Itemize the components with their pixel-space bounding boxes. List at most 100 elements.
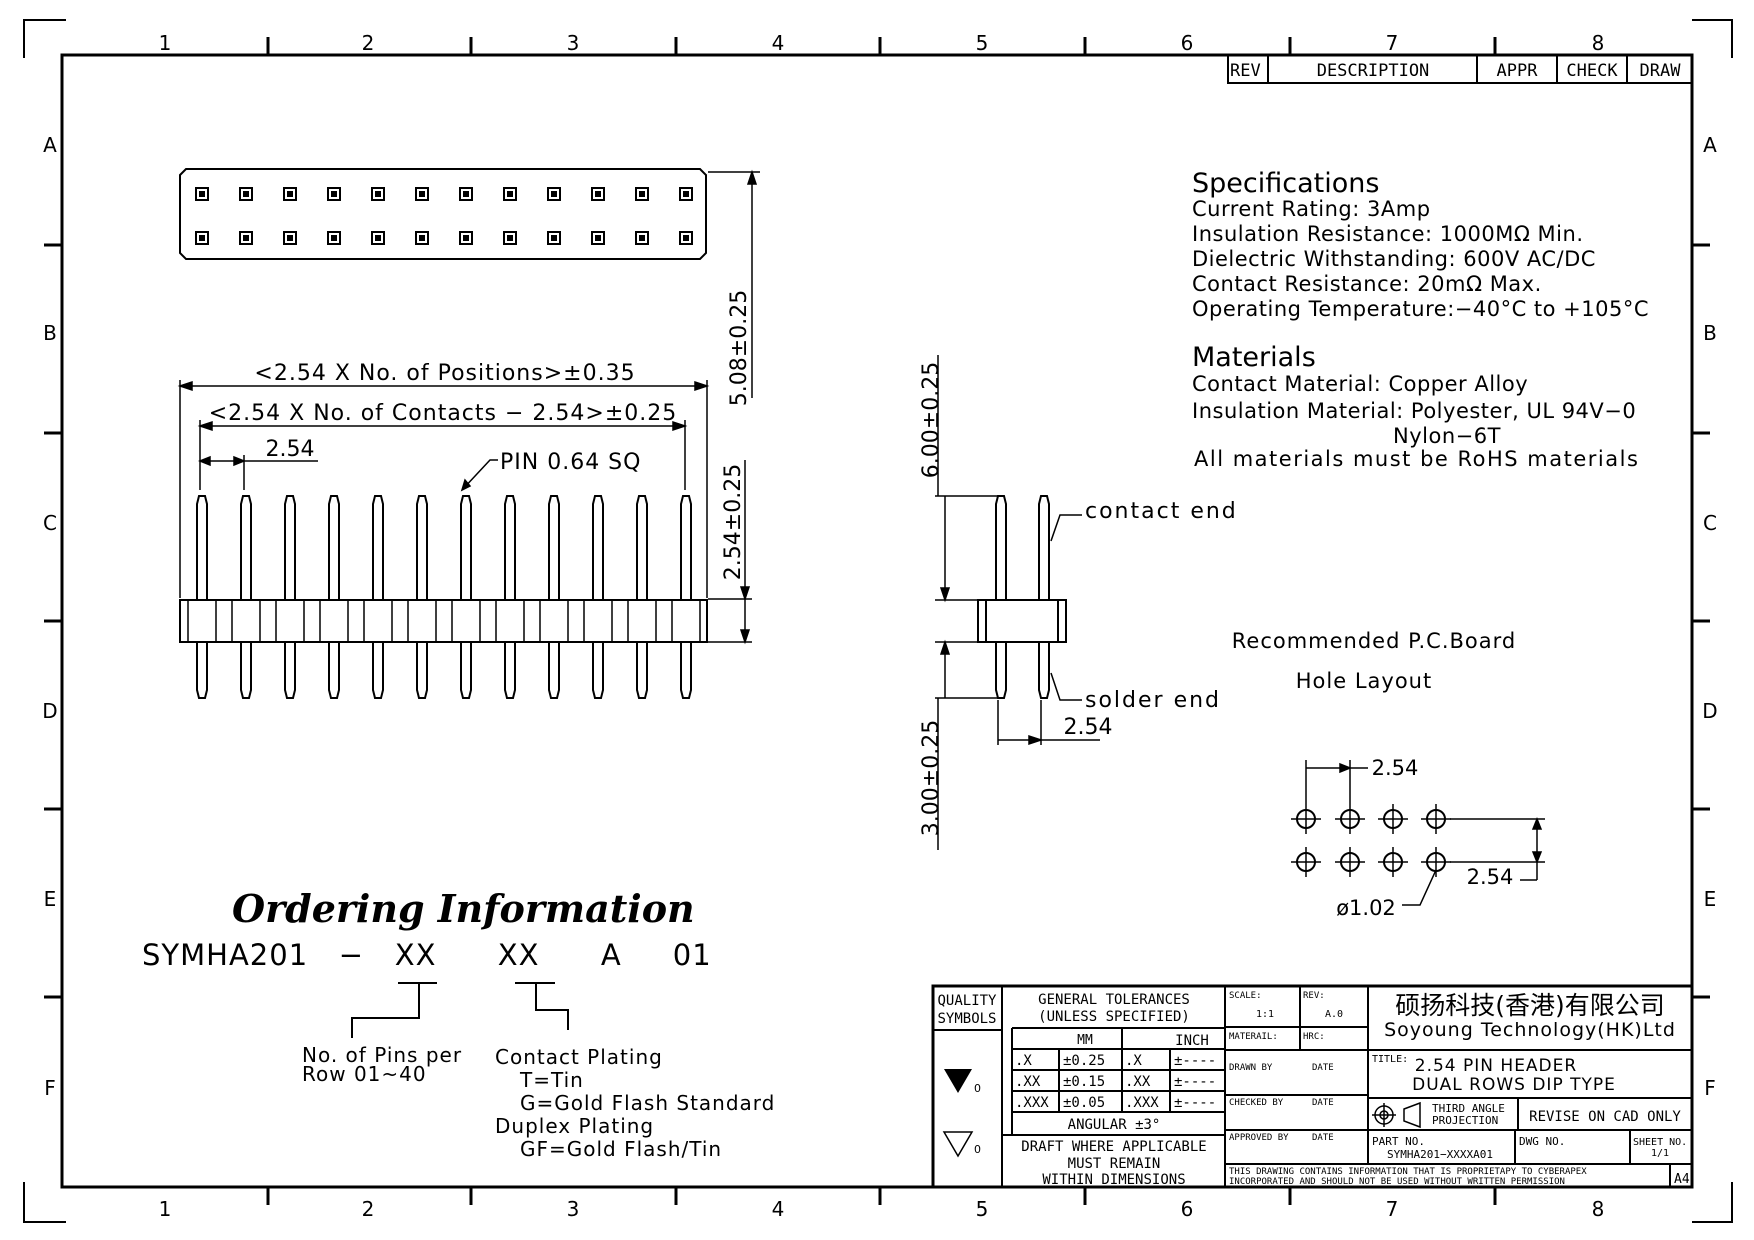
scale-label: SCALE: [1229,991,1262,1001]
pin-square-core [463,191,469,197]
column-label: 3 [567,1197,580,1221]
row-label: F [1704,1076,1716,1100]
spec-line-contact-resistance: Contact Resistance: 20mΩ Max. [1192,272,1542,296]
header-pin [460,495,472,699]
pin-housing-cell [231,599,261,643]
approved-date-label: DATE [1312,1133,1334,1143]
finish-symbol-value-1: 0 [974,1082,981,1095]
pin-housing-cell [583,599,613,643]
appr-col-header: APPR [1497,61,1539,81]
side-bottom-dimension-label: 3.00±0.25 [919,720,944,836]
pin-square [503,187,517,201]
tolerance-cell: .XXX [1125,1095,1159,1111]
angular-tolerance: ANGULAR ±3° [1068,1117,1161,1133]
pin-square-core [419,191,425,197]
row-label: E [44,887,57,911]
pcb-layout-title-line1: Recommended P.C.Board [1232,629,1516,653]
pitch-dimension-label: 2.54 [266,437,315,462]
pin-square-core [507,191,513,197]
pin-square [415,231,429,245]
pin-square [635,187,649,201]
material-line-insulation: Insulation Material: Polyester, UL 94V−0 [1192,399,1636,423]
material-line-rohs: All materials must be RoHS materials [1194,447,1639,471]
pin-square-core [331,191,337,197]
ordering-part-code: SYMHA201 − XX XX A 01 [142,938,712,972]
pin-square [239,231,253,245]
column-label: 3 [567,31,580,55]
pin-square [503,231,517,245]
pin-square [547,231,561,245]
pin-square [283,231,297,245]
pin-square-core [375,191,381,197]
pin-square-core [595,191,601,197]
pin-square [591,231,605,245]
front-view-pins [187,495,701,699]
height-dimension [708,169,760,645]
tolerance-cell: ±0.05 [1063,1095,1105,1111]
pin-square [459,187,473,201]
checked-date-label: DATE [1312,1098,1334,1108]
pin-square-core [331,235,337,241]
drawn-by-label: DRAWN BY [1229,1063,1273,1073]
pins-per-row-line1: No. of Pins per [302,1043,462,1067]
pin-square-core [243,235,249,241]
header-pin [240,495,252,699]
pin-square-core [595,235,601,241]
header-pin [328,495,340,699]
row-label: A [1703,133,1717,157]
dwg-no-label: DWG NO. [1519,1135,1565,1148]
column-label: 2 [362,31,375,55]
column-label: 7 [1386,1197,1399,1221]
pcb-pitch-y-label: 2.54 [1467,865,1514,889]
drawing-title-line1: 2.54 PIN HEADER [1415,1056,1577,1076]
rev-label: REV: [1303,991,1325,1001]
symbols-label: SYMBOLS [937,1011,996,1027]
description-col-header: DESCRIPTION [1317,61,1430,81]
draft-note-line3: WITHIN DIMENSIONS [1042,1172,1185,1188]
title-block: QUALITY SYMBOLS 0 0 GENERAL TOLERANCES (… [931,984,1694,1189]
positions-dimension-label: <2.54 X No. of Positions>±0.35 [254,361,635,386]
rev-value: A.0 [1325,1009,1343,1020]
row-label: D [1702,699,1717,723]
height-dimension-label: 5.08±0.25 [727,290,752,406]
row-label: F [44,1076,56,1100]
projection-line1: THIRD ANGLE [1432,1102,1505,1115]
pin-square [327,187,341,201]
part-no-label: PART NO. [1372,1135,1425,1148]
pin-housing-cell [671,599,701,643]
pin-square-core [683,191,689,197]
column-label: 7 [1386,31,1399,55]
pcb-layout: Recommended P.C.Board Hole Layout 2.54 2… [1232,629,1545,920]
company-name-english: Soyoung Technology(HK)Ltd [1384,1019,1676,1041]
pins-per-row-line2: Row 01~40 [302,1062,427,1086]
column-label: 4 [772,1197,785,1221]
header-pin [504,495,516,699]
sheet-no-label: SHEET NO. [1633,1137,1687,1148]
pin-square [195,187,209,201]
header-pin [680,495,692,699]
sheet-no-value: 1/1 [1651,1148,1669,1159]
specifications-heading: Specifications [1192,168,1379,199]
pin-square [635,231,649,245]
hole-diameter-label: ø1.02 [1336,896,1396,920]
header-pin [284,495,296,699]
column-label: 1 [159,31,172,55]
projection-line2: PROJECTION [1432,1114,1498,1127]
spec-line-dielectric: Dielectric Withstanding: 600V AC/DC [1192,247,1596,271]
side-view [935,355,1100,850]
pin-square [239,187,253,201]
spec-line-insulation: Insulation Resistance: 1000MΩ Min. [1192,222,1584,246]
title-label: TITLE: [1372,1054,1408,1065]
contact-plating-heading: Contact Plating [495,1045,663,1069]
pin-square-core [507,235,513,241]
row-label: B [1703,321,1717,345]
material-line-contact: Contact Material: Copper Alloy [1192,372,1528,396]
front-view: <2.54 X No. of Positions>±0.35 <2.54 X N… [177,169,760,699]
revise-on-cad-note: REVISE ON CAD ONLY [1529,1109,1681,1125]
pcb-pitch-x-label: 2.54 [1372,756,1419,780]
side-top-dimension-label: 6.00±0.25 [919,362,944,478]
inch-header: INCH [1175,1033,1209,1049]
plating-gold-flash: G=Gold Flash Standard [520,1091,775,1115]
materials-block: Materials Contact Material: Copper Alloy… [1192,342,1639,471]
